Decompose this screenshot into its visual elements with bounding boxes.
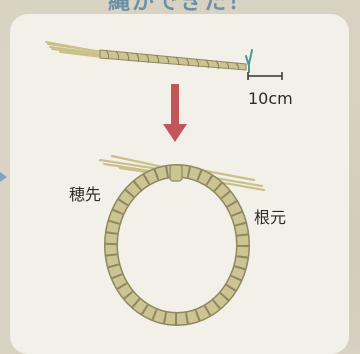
- straight-rope-left-straw: [46, 42, 104, 57]
- down-arrow-icon: [163, 84, 187, 142]
- tip-label: 穂先: [69, 181, 101, 205]
- root-label: 根元: [254, 204, 286, 228]
- rope-loop: [111, 171, 243, 319]
- straight-rope: [100, 50, 246, 70]
- scale-label: 10cm: [248, 89, 293, 108]
- tie-icon: [246, 50, 252, 72]
- scale-bar: [248, 72, 282, 80]
- knot-icon: [170, 165, 182, 181]
